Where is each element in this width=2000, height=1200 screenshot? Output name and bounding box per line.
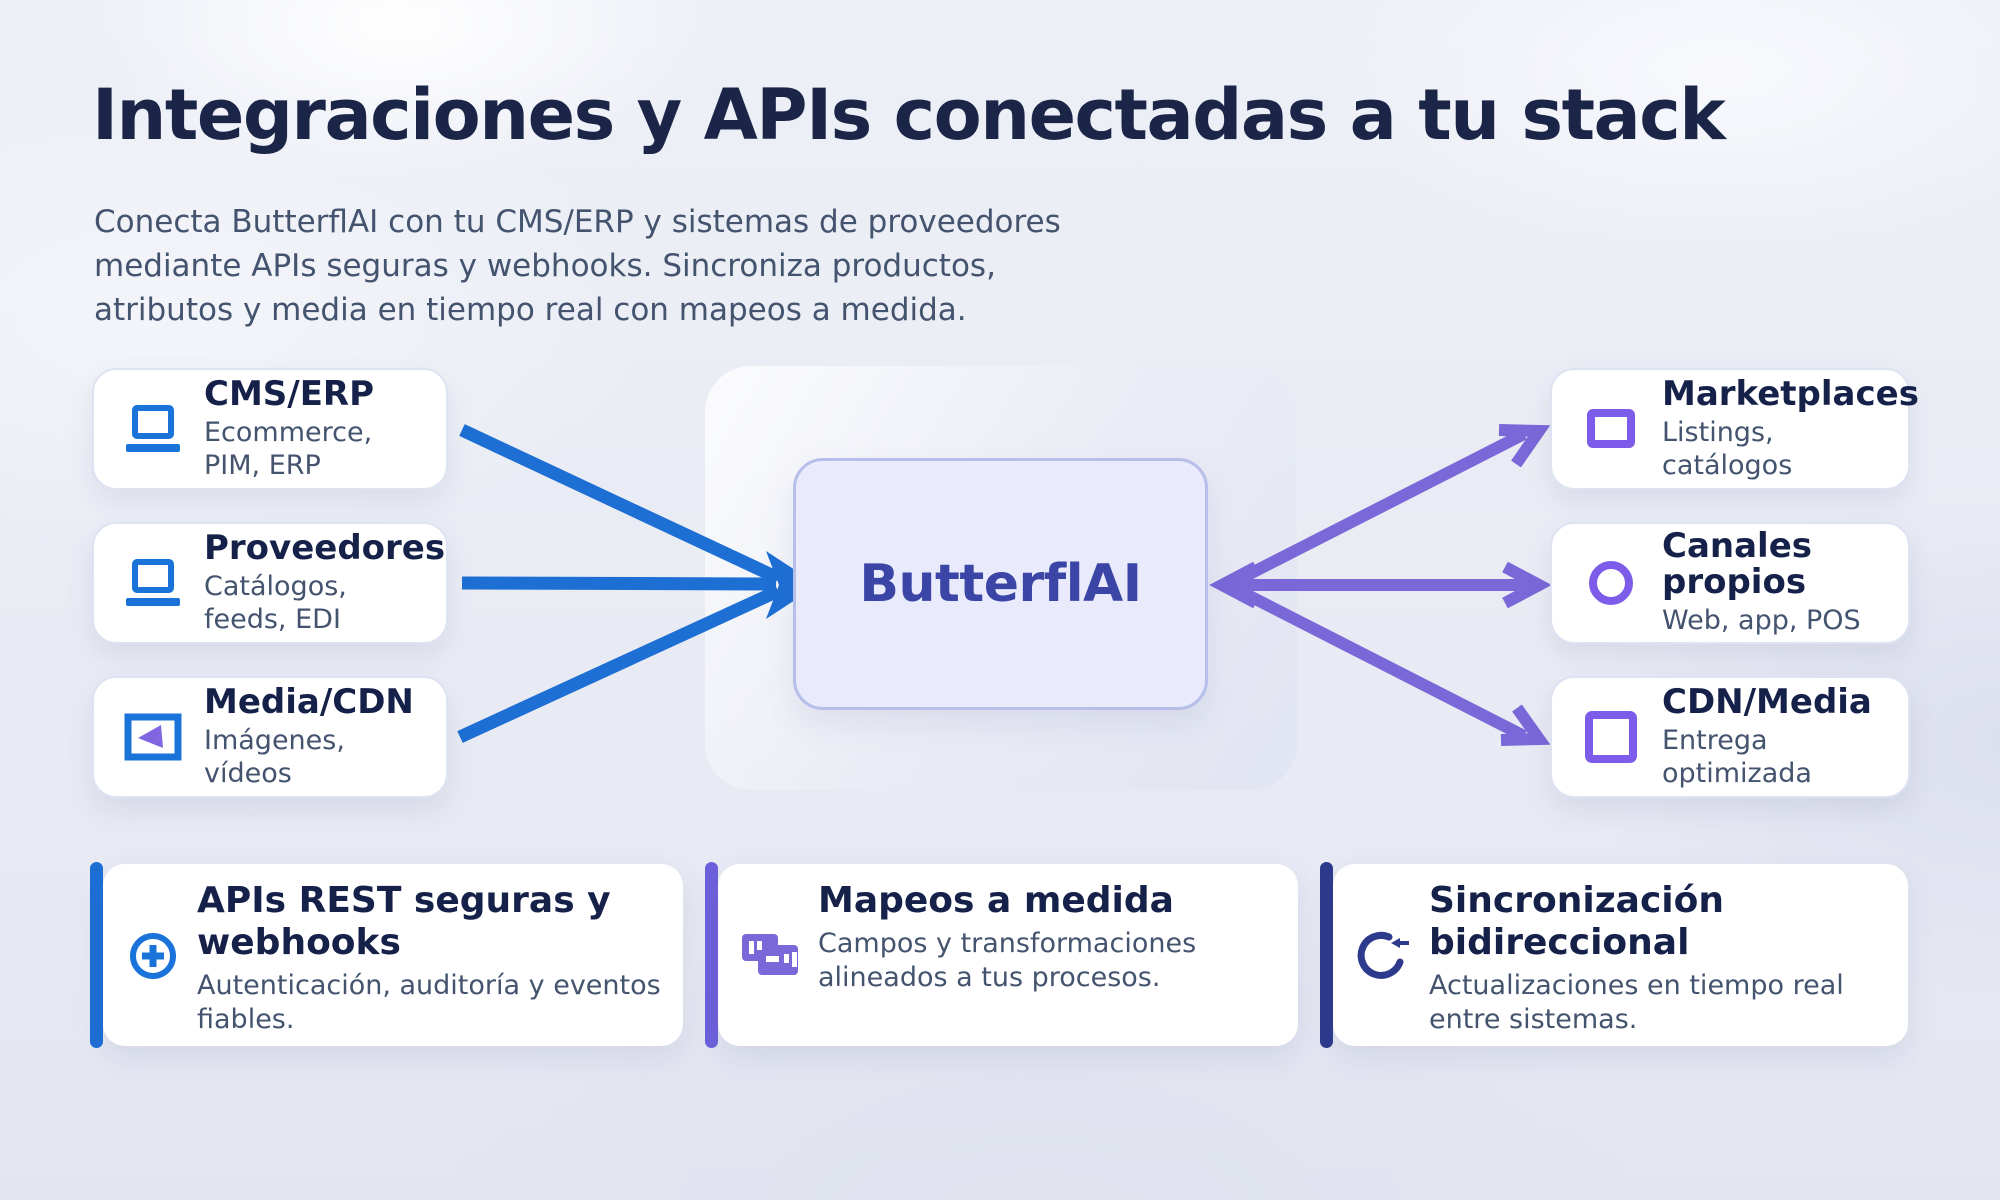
node-subtitle-line: Listings, (1662, 417, 1774, 449)
node-title: CMS/ERP (204, 374, 375, 415)
feature-card-mapeos: Mapeos a medida Campos y transformacione… (718, 864, 1298, 1046)
feature-accent-bar (90, 862, 103, 1048)
laptop-icon (124, 404, 182, 454)
node-title: CDN/Media (1662, 682, 1872, 723)
feature-text: Sincronización bidireccional Actualizaci… (1429, 880, 1844, 1037)
outbound-arrows (1209, 424, 1552, 746)
sync-icon (1355, 928, 1413, 984)
feature-description-line: Actualizaciones en tiempo real (1429, 969, 1844, 1001)
node-subtitle-line: Imágenes, (204, 725, 345, 757)
node-subtitle-line: vídeos (204, 757, 292, 789)
node-subtitle-line: PIM, ERP (204, 449, 321, 481)
feature-title-line: APIs REST seguras y (197, 880, 611, 921)
node-subtitle: Web, app, POS (1662, 605, 1861, 637)
image-icon (124, 713, 182, 761)
feature-accent-bar (1320, 862, 1333, 1048)
node-card-canales-propios: Canales propios Web, app, POS (1550, 522, 1910, 644)
feature-title-line: webhooks (197, 921, 401, 963)
node-card-cms-erp: CMS/ERP Ecommerce, PIM, ERP (92, 368, 448, 490)
arrowhead-middle-right (1502, 561, 1552, 609)
node-subtitle: Imágenes, vídeos (204, 725, 414, 790)
node-title: propios (1662, 562, 1807, 603)
node-text: CDN/Media Entrega optimizada (1662, 684, 1872, 790)
node-text: Proveedores Catálogos, feeds, EDI (204, 530, 445, 636)
feature-description-line: Campos y transformaciones (818, 927, 1197, 959)
square-outline-icon (1582, 408, 1640, 450)
node-subtitle-line: Web, app, POS (1662, 605, 1861, 637)
feature-accent-bar (705, 862, 718, 1048)
feature-text: APIs REST seguras y webhooks Autenticaci… (197, 880, 661, 1037)
node-subtitle: Entrega optimizada (1662, 725, 1872, 790)
feature-description: Autenticación, auditoría y eventos fiabl… (197, 969, 661, 1037)
node-title: Proveedores (204, 528, 446, 569)
node-text: CMS/ERP Ecommerce, PIM, ERP (204, 376, 374, 482)
node-subtitle-line: Catálogos, (204, 571, 347, 603)
page-title: Integraciones y APIs conectadas a tu sta… (92, 74, 1726, 156)
feature-card-sincronizacion: Sincronización bidireccional Actualizaci… (1333, 864, 1908, 1046)
node-subtitle: Catálogos, feeds, EDI (204, 571, 445, 636)
feature-card-apis-rest: APIs REST seguras y webhooks Autenticaci… (103, 864, 683, 1046)
node-card-media-cdn: Media/CDN Imágenes, vídeos (92, 676, 448, 798)
arrowhead-left (1209, 561, 1259, 609)
subtitle-line: atributos y media en tiempo real con map… (94, 292, 967, 328)
center-node-butterflai: ButterflAI (793, 458, 1208, 710)
laptop-icon (124, 558, 182, 608)
node-text: Canales propios Web, app, POS (1662, 528, 1861, 637)
node-subtitle-line: optimizada (1662, 757, 1812, 789)
feature-title-line: Sincronización (1429, 880, 1724, 921)
node-card-cdn-media: CDN/Media Entrega optimizada (1550, 676, 1910, 798)
feature-description-line: alineados a tus procesos. (818, 961, 1161, 993)
plus-circle-icon (125, 930, 181, 982)
node-subtitle: Listings, catálogos (1662, 417, 1919, 482)
square-outline-icon (1582, 710, 1640, 764)
feature-text: Mapeos a medida Campos y transformacione… (818, 880, 1196, 995)
page-subtitle: Conecta ButterflAI con tu CMS/ERP y sist… (94, 200, 1061, 332)
feature-title: APIs REST seguras y webhooks (197, 880, 661, 964)
subtitle-line: Conecta ButterflAI con tu CMS/ERP y sist… (94, 204, 1061, 240)
subtitle-line: mediante APIs seguras y webhooks. Sincro… (94, 248, 996, 284)
feature-title-line: Mapeos a medida (818, 880, 1174, 921)
sliders-icon (740, 931, 802, 981)
arrowhead-bottom-right (1500, 704, 1551, 746)
feature-description: Actualizaciones en tiempo real entre sis… (1429, 969, 1844, 1037)
node-card-marketplaces: Marketplaces Listings, catálogos (1550, 368, 1919, 490)
arrowhead-right (766, 551, 818, 619)
node-subtitle: Ecommerce, PIM, ERP (204, 417, 374, 482)
node-title: Marketplaces (1662, 374, 1919, 415)
feature-description-line: fiables. (197, 1003, 295, 1035)
center-node-label: ButterflAI (859, 554, 1142, 614)
node-text: Marketplaces Listings, catálogos (1662, 376, 1919, 482)
feature-description: Campos y transformaciones alineados a tu… (818, 927, 1196, 995)
feature-title: Mapeos a medida (818, 880, 1196, 922)
node-text: Media/CDN Imágenes, vídeos (204, 684, 414, 790)
node-subtitle-line: Ecommerce, (204, 417, 373, 449)
feature-title-line: bidireccional (1429, 921, 1690, 963)
feature-title: Sincronización bidireccional (1429, 880, 1844, 964)
node-title: Media/CDN (204, 682, 414, 723)
arrowhead-top-right (1498, 424, 1551, 468)
feature-description-line: Autenticación, auditoría y eventos (197, 969, 661, 1001)
node-subtitle-line: feeds, EDI (204, 603, 341, 635)
node-subtitle-line: Entrega (1662, 725, 1768, 757)
feature-description-line: entre sistemas. (1429, 1003, 1638, 1035)
node-title: Canales (1662, 526, 1812, 567)
inbound-arrows (457, 424, 818, 743)
node-card-proveedores: Proveedores Catálogos, feeds, EDI (92, 522, 448, 644)
node-subtitle-line: catálogos (1662, 449, 1793, 481)
circle-outline-icon (1582, 558, 1640, 608)
